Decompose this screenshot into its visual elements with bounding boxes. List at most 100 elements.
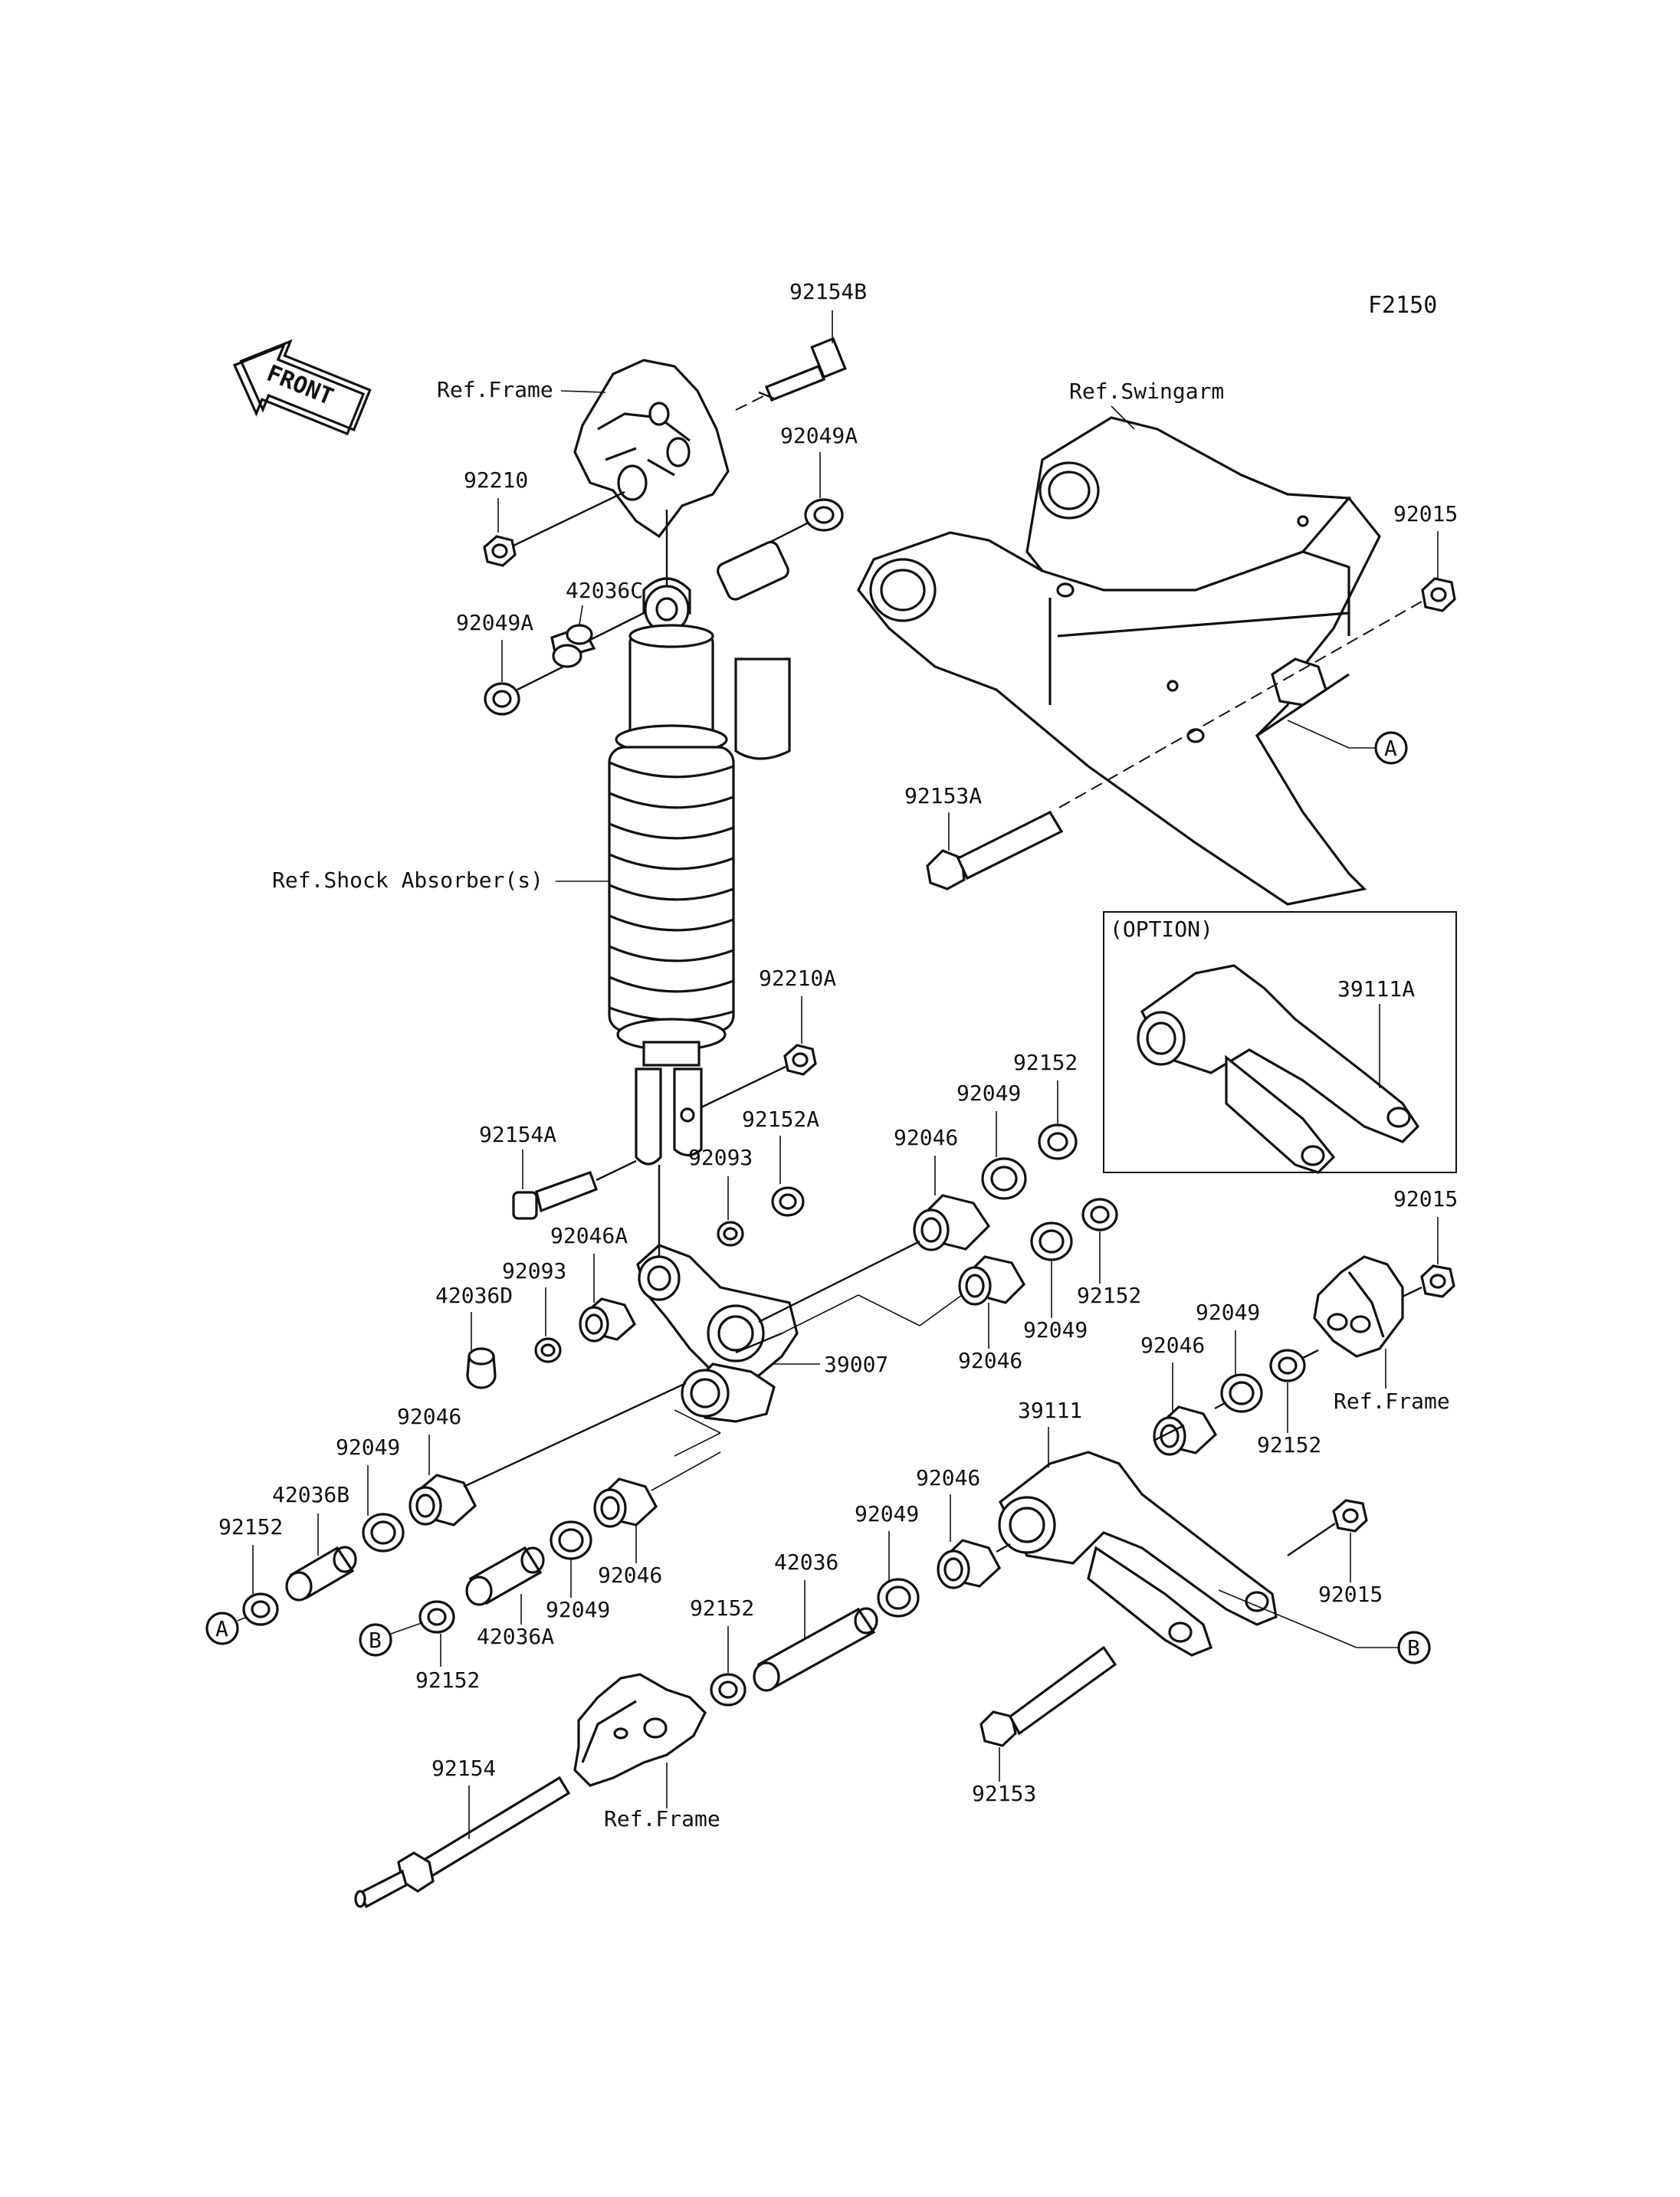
callout-a-top: A (1374, 731, 1408, 765)
label-92153A: 92153A (904, 783, 982, 808)
label-92049-mid: 92049 (1023, 1317, 1088, 1343)
label-92153: 92153 (972, 1781, 1036, 1806)
label-92093-top: 92093 (688, 1145, 753, 1170)
bolt-92153A (926, 810, 1064, 890)
nut-92210 (483, 535, 517, 567)
washer-92093-top (717, 1221, 744, 1247)
frame-top-bracket (573, 359, 730, 539)
front-arrow-icon: FRONT (232, 339, 372, 436)
label-92152-c: 92152 (690, 1595, 754, 1621)
collar-42036 (753, 1607, 878, 1692)
frame-bottom-bracket (573, 1673, 707, 1787)
label-92154: 92154 (431, 1756, 496, 1781)
bearing-92046A (579, 1297, 637, 1343)
ref-frame-top-label: Ref.Frame (437, 377, 553, 402)
nut-92015-bottom (1332, 1499, 1368, 1533)
label-92049-left: 92049 (336, 1435, 400, 1460)
washer-92049A-top (804, 498, 844, 532)
frame-right-bracket (1313, 1255, 1404, 1358)
label-92049-b: 92049 (855, 1501, 919, 1526)
washer-92049-left (362, 1513, 405, 1553)
callout-b-left: B (359, 1623, 392, 1657)
label-92152A: 92152A (742, 1107, 819, 1132)
callout-a-top-letter: A (1384, 736, 1397, 761)
bolt-92153 (979, 1645, 1117, 1747)
label-92049-right: 92049 (1196, 1300, 1260, 1325)
washer-92152-top (1038, 1123, 1078, 1160)
ref-frame-right-label: Ref.Frame (1334, 1389, 1450, 1414)
label-92049A-top: 92049A (780, 423, 858, 448)
bearing-92046-mid (958, 1255, 1025, 1306)
bolt-92154 (354, 1776, 571, 1909)
label-39111A: 39111A (1337, 976, 1415, 1002)
bearing-92046-b (937, 1539, 1001, 1589)
label-92049-lower: 92049 (546, 1597, 610, 1622)
label-92154A: 92154A (479, 1122, 556, 1147)
label-92046-lower: 92046 (598, 1562, 662, 1588)
bearing-92046-lower (593, 1477, 658, 1528)
label-92015-bottom: 92015 (1318, 1582, 1383, 1607)
label-42036C: 42036C (566, 578, 643, 603)
label-39007: 39007 (824, 1352, 888, 1377)
washer-92152-mid (1081, 1198, 1118, 1231)
label-92046-left: 92046 (397, 1404, 461, 1429)
label-92093-left: 92093 (502, 1258, 566, 1284)
washer-92049-top (981, 1157, 1027, 1200)
label-92046-right: 92046 (1140, 1333, 1205, 1358)
callout-a-bottom: A (205, 1612, 239, 1645)
callout-b-left-letter: B (369, 1628, 382, 1653)
option-box: (OPTION) 39111A (1103, 911, 1457, 1174)
label-92049-top: 92049 (956, 1080, 1021, 1106)
washer-92049-b (877, 1578, 920, 1618)
washer-92152-right (1269, 1349, 1306, 1382)
nut-92015-right (1420, 1264, 1455, 1298)
washer-92049-right (1220, 1373, 1263, 1413)
bolt-92154A (512, 1170, 599, 1220)
swingarm (857, 416, 1381, 906)
label-42036D: 42036D (435, 1283, 513, 1308)
label-92152-b: 92152 (415, 1667, 480, 1693)
washer-92049A-left (484, 682, 520, 716)
label-42036A: 42036A (477, 1624, 554, 1649)
washer-92093-left (534, 1337, 562, 1363)
ref-frame-bottom-label: Ref.Frame (604, 1806, 720, 1831)
bearing-92046-top (913, 1194, 991, 1251)
label-92046-b: 92046 (916, 1465, 980, 1490)
nut-92015-top (1421, 577, 1456, 612)
label-92015-right: 92015 (1393, 1186, 1458, 1212)
callout-a-bottom-letter: A (215, 1616, 228, 1641)
label-92210: 92210 (464, 467, 528, 493)
link-39111 (998, 1451, 1278, 1657)
collar-42036A (465, 1546, 545, 1606)
callout-b-right: B (1397, 1631, 1431, 1664)
washer-92152-left (242, 1592, 279, 1626)
bearing-92046-right (1153, 1405, 1218, 1456)
option-title: (OPTION) (1110, 917, 1213, 942)
collar-42036D (466, 1347, 497, 1389)
nut-92210A (783, 1044, 817, 1076)
bolt-92154B (758, 336, 847, 402)
label-42036B: 42036B (272, 1482, 349, 1507)
shock-absorber (608, 540, 791, 1166)
label-92152-top: 92152 (1013, 1050, 1078, 1075)
label-92210A: 92210A (759, 966, 836, 991)
callout-b-right-letter: B (1407, 1635, 1420, 1661)
washer-92152-c (710, 1673, 746, 1707)
washer-92152A (771, 1186, 805, 1217)
bearing-92046-left (409, 1474, 477, 1526)
ref-shock-label: Ref.Shock Absorber(s) (272, 867, 543, 893)
label-92154B: 92154B (789, 279, 867, 304)
label-92049A-left: 92049A (456, 610, 533, 635)
label-92152-mid: 92152 (1077, 1283, 1141, 1308)
link-39111A (1137, 964, 1420, 1174)
label-92152-right: 92152 (1257, 1432, 1321, 1458)
washer-92049-lower (550, 1520, 592, 1560)
label-92046-mid: 92046 (958, 1348, 1022, 1373)
label-92015-top: 92015 (1393, 501, 1458, 526)
label-42036: 42036 (774, 1549, 838, 1575)
collar-42036C (550, 624, 596, 668)
ref-swingarm-label: Ref.Swingarm (1069, 379, 1224, 404)
label-92046-top: 92046 (894, 1125, 958, 1150)
label-92152-left: 92152 (218, 1514, 283, 1540)
